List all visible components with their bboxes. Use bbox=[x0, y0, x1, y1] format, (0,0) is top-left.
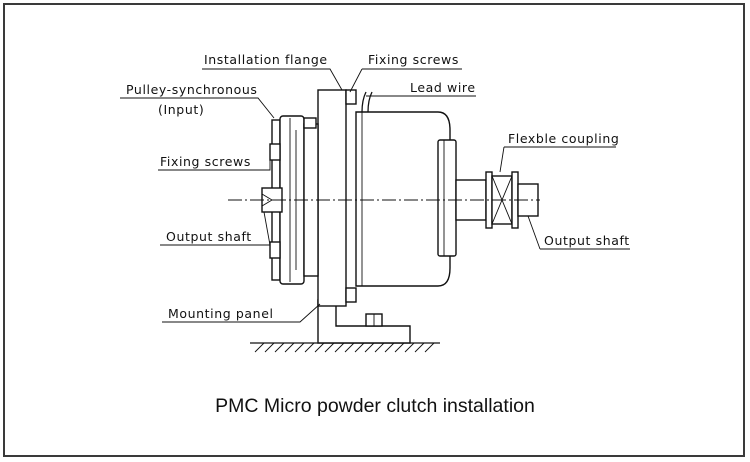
label-fixing-screws-top: Fixing screws bbox=[368, 52, 459, 67]
label-output-shaft-right: Output shaft bbox=[544, 233, 630, 248]
installation-flange bbox=[303, 89, 357, 307]
label-fixing-screws-left: Fixing screws bbox=[160, 154, 251, 169]
leader-lines bbox=[120, 68, 630, 323]
label-pulley-input: (Input) bbox=[158, 102, 204, 117]
label-mounting-panel: Mounting panel bbox=[168, 306, 274, 321]
label-flexible-coupling: Flexble coupling bbox=[508, 131, 619, 146]
ground-base bbox=[250, 342, 440, 353]
label-lead-wire: Lead wire bbox=[410, 80, 476, 95]
outer-frame bbox=[3, 3, 745, 457]
label-output-shaft-left: Output shaft bbox=[166, 229, 252, 244]
clutch-body bbox=[355, 111, 457, 287]
lead-wire bbox=[361, 91, 373, 113]
label-pulley-synchronous: Pulley-synchronous bbox=[126, 82, 258, 97]
diagram-caption: PMC Micro powder clutch installation bbox=[215, 395, 535, 417]
label-installation-flange: Installation flange bbox=[204, 52, 328, 67]
